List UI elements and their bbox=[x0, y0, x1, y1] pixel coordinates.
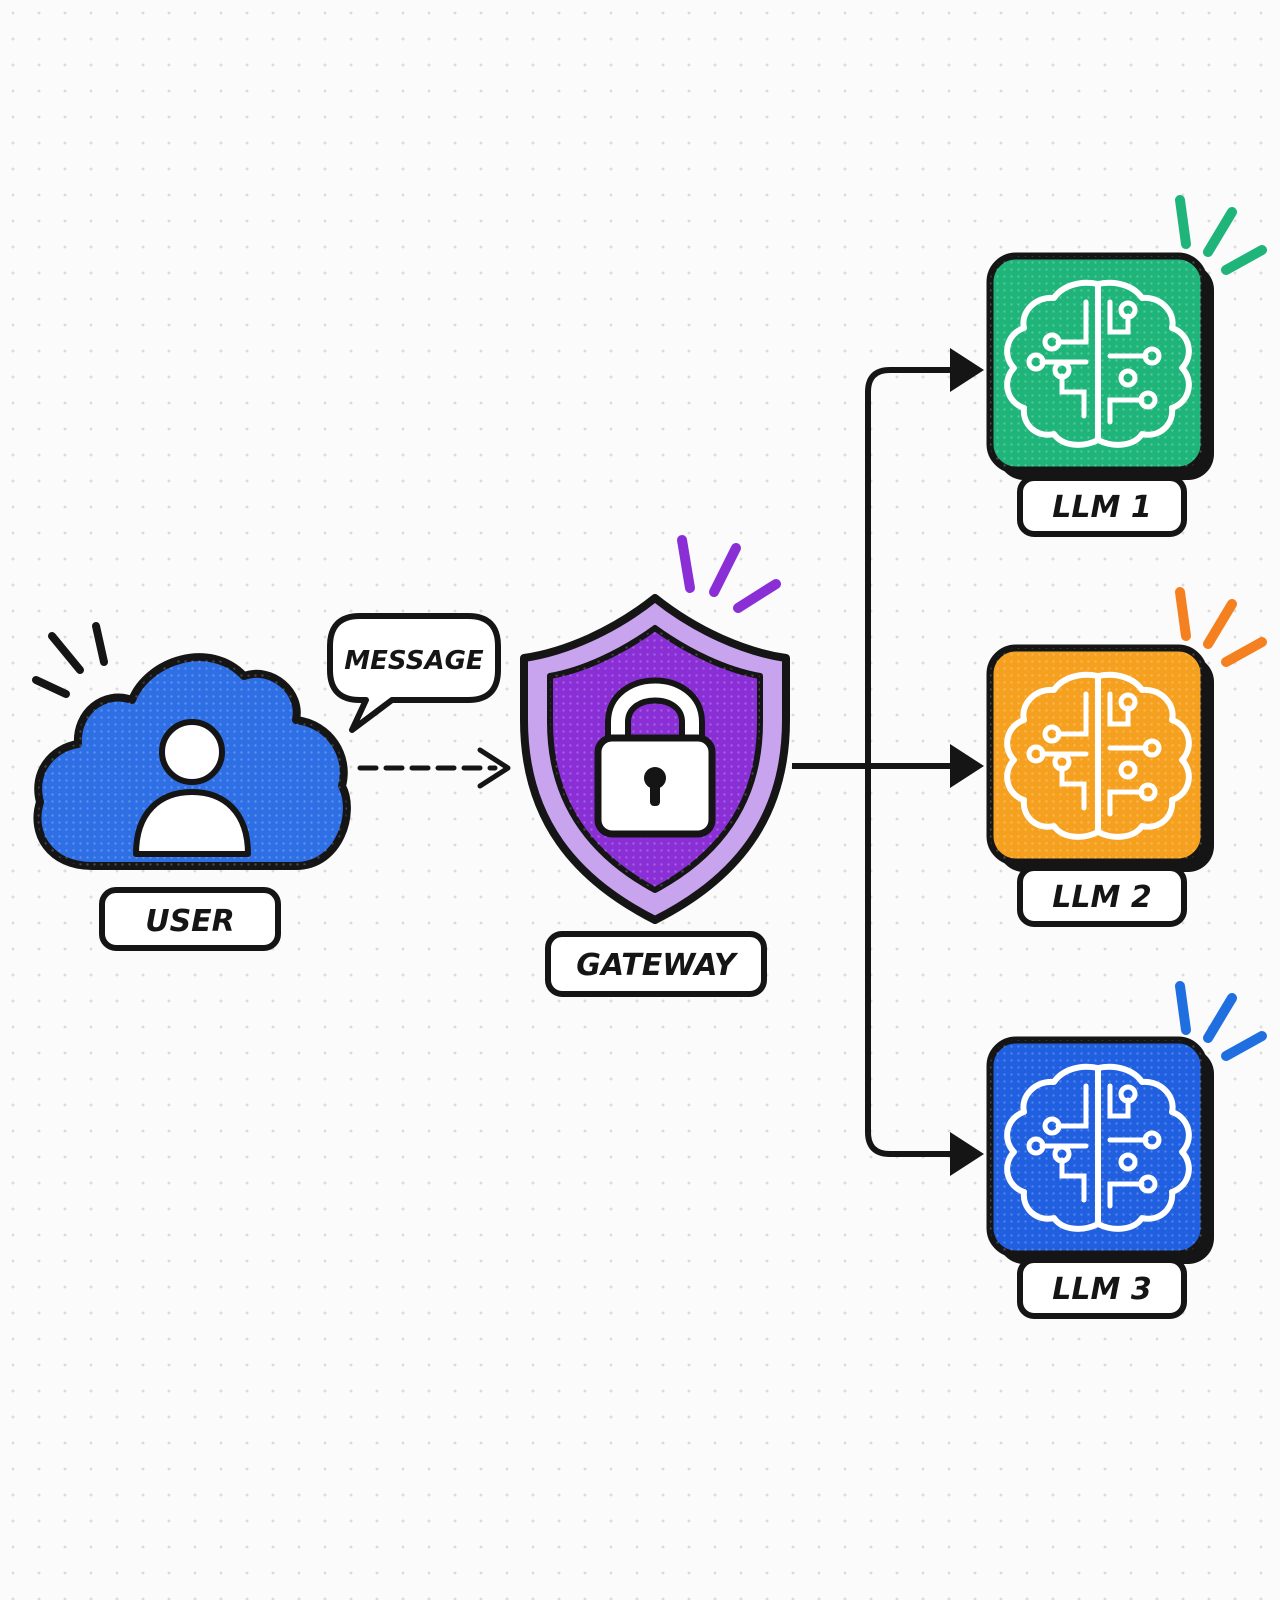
gateway-label-box: GATEWAY bbox=[545, 931, 767, 997]
llm-3-node[interactable]: LLM 3 bbox=[986, 981, 1267, 1319]
user-label-box: USER bbox=[99, 887, 281, 951]
llm-2-node[interactable]: LLM 2 bbox=[986, 587, 1267, 927]
connector-to-llm-1 bbox=[865, 367, 960, 766]
user-cloud-icon bbox=[33, 653, 351, 870]
llm-1-label: LLM 1 bbox=[1052, 490, 1151, 525]
user-burst-lines bbox=[32, 622, 108, 698]
llm-3-burst-lines bbox=[1175, 981, 1267, 1061]
llm-3-label: LLM 3 bbox=[1052, 1272, 1151, 1307]
gateway-label: GATEWAY bbox=[576, 948, 739, 983]
llm-2-label: LLM 2 bbox=[1052, 880, 1151, 915]
arrowhead-llm-3 bbox=[950, 1132, 984, 1176]
llm-1-burst-lines bbox=[1175, 195, 1267, 275]
arrowhead-llm-2 bbox=[950, 744, 984, 788]
shield-lock-icon bbox=[520, 594, 790, 924]
message-bubble: MESSAGE bbox=[327, 613, 501, 733]
message-arrowhead bbox=[477, 747, 511, 789]
user-node[interactable]: USER bbox=[32, 622, 351, 951]
user-label: USER bbox=[145, 904, 235, 939]
message-label: MESSAGE bbox=[344, 646, 484, 676]
arrowhead-llm-1 bbox=[950, 348, 984, 392]
llm-2-burst-lines bbox=[1175, 587, 1267, 667]
gateway-node[interactable]: GATEWAY bbox=[520, 535, 790, 997]
connector-to-llm-3 bbox=[865, 766, 960, 1157]
gateway-burst-lines bbox=[677, 535, 781, 613]
llm-1-node[interactable]: LLM 1 bbox=[986, 195, 1267, 537]
